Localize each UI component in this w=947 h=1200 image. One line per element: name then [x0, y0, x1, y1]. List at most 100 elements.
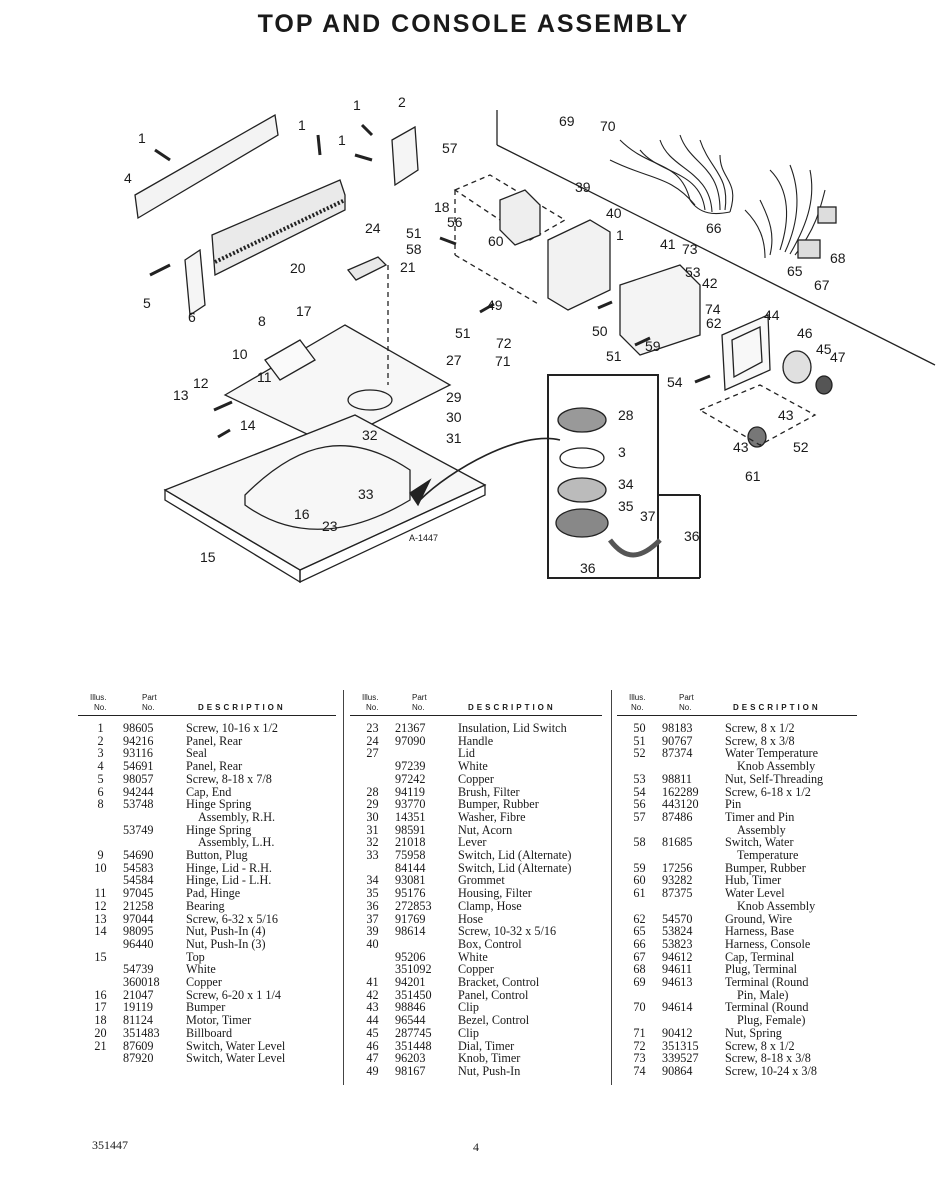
part-description: Copper	[186, 975, 222, 990]
callout-21: 21	[400, 259, 416, 275]
part-number: 98846	[395, 1000, 426, 1015]
part-description: Screw, 6-32 x 5/16	[186, 911, 278, 926]
part-number	[662, 760, 725, 773]
part-description: Switch, Water Level	[186, 1038, 286, 1053]
part-description: Lever	[458, 835, 487, 850]
part-description: Cap, End	[186, 784, 232, 799]
part-number: 351448	[395, 1038, 432, 1053]
callout-71: 71	[495, 353, 511, 369]
illus-number: 36	[366, 898, 379, 913]
callout-40: 40	[606, 205, 622, 221]
table-row: Temperature	[617, 849, 857, 862]
part-description: Nut, Push-In (4)	[186, 924, 266, 939]
callout-58: 58	[406, 241, 422, 257]
part-description: Cap, Terminal	[725, 949, 795, 964]
table-header: Illus. No. Part No. DESCRIPTION	[350, 690, 602, 716]
part-description: Top	[186, 949, 205, 964]
part-number: 84144	[395, 860, 426, 875]
callout-51a: 51	[406, 225, 422, 241]
part-description: Switch, Lid (Alternate)	[458, 848, 572, 863]
table-row: Assembly	[617, 823, 857, 837]
illus-number	[617, 1014, 662, 1027]
part-description: Harness, Console	[725, 936, 811, 951]
part-number	[395, 938, 458, 951]
illus-number: 20	[94, 1025, 107, 1040]
callout-45: 45	[816, 341, 832, 357]
part-number	[662, 1014, 725, 1027]
part-description: Bumper	[186, 1000, 226, 1015]
callout-62: 62	[706, 315, 722, 331]
illus-number: 8	[97, 797, 104, 812]
part-description: Insulation, Lid Switch	[458, 721, 567, 735]
callout-13: 13	[173, 387, 189, 403]
part-number: 97044	[123, 911, 154, 926]
part-number: 98811	[662, 771, 693, 786]
part-description: Screw, 8-18 x 7/8	[186, 771, 272, 786]
part-number: 96544	[395, 1013, 426, 1028]
callout-44: 44	[764, 307, 780, 323]
part-number: 81685	[662, 835, 693, 850]
part-number: 95206	[395, 949, 426, 964]
part-description: Nut, Acorn	[458, 822, 513, 837]
part-description: Screw, 8 x 3/8	[725, 733, 795, 748]
part-number: 94201	[395, 975, 426, 990]
illus-number: 62	[633, 911, 646, 926]
part-number: 93116	[123, 746, 154, 761]
part-description: White	[458, 949, 488, 964]
part-number: 443120	[662, 797, 699, 812]
illus-number	[350, 773, 395, 786]
part-description: Screw, 10-24 x 3/8	[725, 1063, 817, 1078]
part-number: 87609	[123, 1038, 154, 1053]
part-description: White	[186, 962, 216, 977]
part-description: Clamp, Hose	[458, 898, 522, 913]
part-number: 94119	[395, 784, 426, 799]
part-description: Pin	[725, 797, 742, 812]
part-description: Timer and Pin	[725, 809, 795, 824]
illus-number: 32	[366, 835, 379, 850]
callout-33: 33	[358, 486, 374, 502]
illus-number: 42	[366, 987, 379, 1002]
callout-11: 11	[257, 369, 272, 385]
part-description: Panel, Rear	[186, 733, 243, 748]
part-description: Bezel, Control	[458, 1013, 530, 1028]
callout-60: 60	[488, 233, 504, 249]
part-number: 75958	[395, 848, 426, 863]
part-number: 21047	[123, 987, 154, 1002]
part-description: Bumper, Rubber	[725, 860, 806, 875]
illus-number: 31	[366, 822, 379, 837]
part-number: 94613	[662, 975, 693, 990]
rear-panel-small-outline	[391, 125, 419, 187]
callout-51c: 51	[606, 348, 622, 364]
part-description: White	[458, 759, 488, 774]
part-description: Switch, Water Level	[186, 1051, 286, 1066]
illus-number	[350, 760, 395, 773]
illus-number	[78, 1052, 123, 1065]
callout-32: 32	[362, 427, 378, 443]
callout-73: 73	[682, 241, 698, 257]
illus-number: 11	[94, 886, 107, 901]
illus-number: 41	[366, 975, 379, 990]
part-description: Hub, Timer	[725, 873, 782, 888]
part-number: 94614	[662, 1000, 693, 1015]
part-number: 98095	[123, 924, 154, 939]
illus-number: 5	[97, 771, 104, 786]
figure-code: A-1447	[409, 533, 438, 543]
part-description: Assembly, L.H.	[198, 835, 275, 850]
